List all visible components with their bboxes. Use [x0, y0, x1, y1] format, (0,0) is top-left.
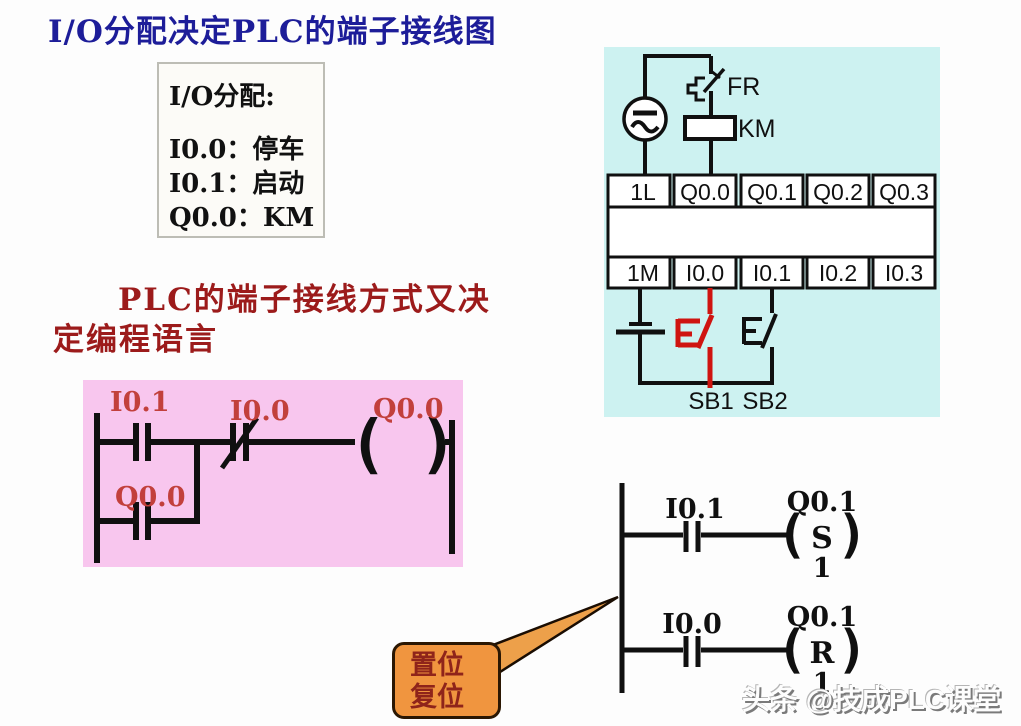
io-item-stop: I0.0：停车	[169, 135, 305, 165]
label-km: KM	[738, 115, 776, 143]
no-contact-sr-i01-icon	[683, 521, 701, 552]
set-reset-ladder-diagram: ( ) S I0.1 Q0.1 1 ( ) R I0.0 Q0.1 1	[619, 483, 868, 699]
main-ladder-diagram: ( ) I0.1 I0.0 Q0.0 Q0.0	[94, 387, 457, 563]
terminal-wiring-panel: FR KM 1L Q0.0 Q0.1 Q0.2 Q0.3	[604, 47, 940, 417]
svg-text:): )	[836, 620, 867, 680]
thermal-relay-fr-icon	[686, 67, 726, 118]
label-contact-i00: I0.0	[230, 396, 290, 427]
wiring-diagram: FR KM 1L Q0.0 Q0.1 Q0.2 Q0.3	[606, 54, 937, 415]
terminal-q01: Q0.1	[747, 179, 797, 205]
io-item-km: Q0.0：KM	[169, 203, 315, 233]
page-title: I/O分配决定PLC的端子接线图	[48, 14, 497, 50]
io-allocation-header: I/O分配:	[169, 82, 275, 112]
terminal-i00: I0.0	[686, 260, 724, 286]
no-contact-i01-icon	[133, 423, 151, 461]
label-reset-coil-addr: Q0.1	[787, 602, 858, 633]
label-sb2: SB2	[742, 388, 787, 415]
svg-text:): )	[836, 505, 867, 565]
plc-body	[606, 205, 937, 259]
terminal-q02: Q0.2	[813, 179, 863, 205]
label-branch-q00: Q0.0	[115, 482, 186, 513]
label-set-coil-addr: Q0.1	[787, 487, 858, 518]
reset-coil-op: R	[810, 636, 836, 671]
battery-icon	[616, 322, 665, 335]
terminal-i01: I0.1	[753, 260, 791, 286]
callout-line1: 置位	[410, 650, 464, 681]
label-coil-q00: Q0.0	[373, 394, 444, 425]
label-set-coil-count: 1	[813, 553, 832, 584]
no-contact-q00-icon	[133, 502, 151, 540]
subtitle-line1: PLC的端子接线方式又决	[118, 282, 491, 318]
terminal-i02: I0.2	[819, 260, 857, 286]
label-sr-contact-i00: I0.0	[662, 609, 722, 640]
terminal-1m: 1M	[627, 260, 659, 286]
set-coil-op: S	[811, 521, 833, 556]
label-contact-i01: I0.1	[110, 387, 170, 418]
set-reset-callout: 置位 复位	[392, 642, 501, 719]
svg-text:(: (	[776, 620, 807, 680]
watermark: 头条 @技成PLC课堂	[742, 684, 1002, 715]
terminal-q00: Q0.0	[680, 179, 730, 205]
contactor-coil-km-icon	[683, 115, 737, 141]
stop-button-sb1-icon	[675, 288, 715, 388]
label-sr-contact-i01: I0.1	[665, 494, 725, 525]
terminal-1l: 1L	[630, 179, 656, 205]
svg-text:(: (	[349, 408, 388, 482]
no-contact-sr-i00-icon	[683, 636, 701, 667]
io-item-start: I0.1：启动	[169, 169, 305, 199]
main-ladder-panel: ( ) I0.1 I0.0 Q0.0 Q0.0	[83, 380, 463, 567]
reset-coil-icon: ( ) R	[776, 620, 867, 680]
label-reset-coil-count: 1	[813, 668, 832, 699]
set-coil-icon: ( ) S	[776, 505, 867, 565]
output-terminal-row: 1L Q0.0 Q0.1 Q0.2 Q0.3	[606, 173, 937, 209]
terminal-q03: Q0.3	[879, 179, 929, 205]
svg-text:(: (	[776, 505, 807, 565]
start-button-sb2-icon	[742, 288, 778, 385]
io-allocation-box: I/O分配: I0.0：停车 I0.1：启动 Q0.0：KM	[157, 62, 325, 238]
label-fr: FR	[727, 73, 760, 101]
nc-contact-i00-icon	[219, 416, 260, 470]
terminal-i03: I0.3	[885, 260, 923, 286]
ac-source-icon	[622, 96, 668, 142]
callout-line2: 复位	[410, 682, 464, 713]
label-sb1: SB1	[688, 388, 733, 415]
subtitle-line2: 定编程语言	[53, 322, 218, 358]
input-terminal-row: 1M I0.0 I0.1 I0.2 I0.3	[606, 255, 937, 290]
